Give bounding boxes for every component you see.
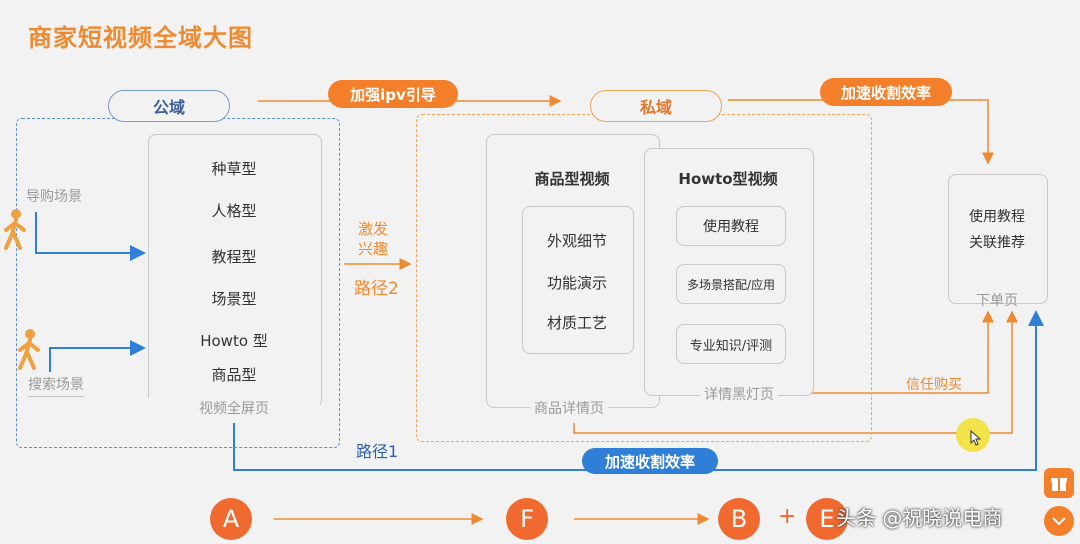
private-domain-label: 私域 — [590, 90, 722, 122]
video-fullscreen-page-label: 视频全屏页 — [148, 398, 320, 418]
type-item: 人格型 — [211, 202, 257, 220]
gift-icon[interactable] — [1044, 468, 1074, 498]
chevron-down-icon[interactable] — [1044, 506, 1074, 536]
howto-detail-page-label: 详情黑灯页 — [700, 384, 778, 404]
type-item: 商品型 — [211, 366, 257, 384]
howto-item: 专业知识/评测 — [676, 324, 786, 364]
watermark-text: 头条 @祝晓说电商 — [836, 506, 1003, 530]
interest-label: 兴趣 — [358, 240, 389, 258]
product-feature-item: 材质工艺 — [546, 314, 607, 332]
arrow-search-scene — [49, 340, 146, 372]
path2-label: 路径2 — [354, 279, 399, 299]
howto-item: 多场景搭配/应用 — [676, 264, 786, 304]
strengthen-ipv-badge: 加强ipv引导 — [328, 80, 458, 108]
order-page-box — [948, 174, 1048, 304]
type-item: 种草型 — [211, 160, 257, 178]
walking-person-icon — [4, 209, 26, 250]
howto-item: 使用教程 — [676, 206, 786, 246]
stimulate-label: 激发 — [358, 220, 389, 238]
order-page-line: 关联推荐 — [969, 235, 1025, 251]
type-item: 场景型 — [211, 290, 257, 308]
flow-node-b: B — [718, 498, 760, 540]
product-feature-item: 外观细节 — [546, 232, 607, 250]
howto-video-title: Howto型视频 — [678, 170, 778, 188]
product-feature-item: 功能演示 — [546, 274, 607, 292]
accelerate-badge-bottom: 加速收割效率 — [582, 448, 718, 474]
cursor-icon — [970, 430, 982, 446]
flow-plus: + — [778, 504, 797, 529]
arrow-detail-to-order — [573, 310, 1018, 434]
walking-person-icon — [18, 329, 40, 370]
arrow-guide-scene — [35, 212, 146, 261]
path1-label: 路径1 — [356, 442, 399, 461]
search-scene-label: 搜索场景 — [28, 374, 84, 397]
product-video-title: 商品型视频 — [534, 170, 610, 188]
accelerate-badge-top: 加速收割效率 — [820, 78, 952, 106]
page-title: 商家短视频全域大图 — [28, 24, 253, 52]
flow-node-a: A — [210, 498, 252, 540]
guide-scene-label: 导购场景 — [26, 189, 82, 205]
order-page-label: 下单页 — [976, 293, 1018, 309]
order-page-line: 使用教程 — [969, 209, 1025, 225]
arrow-private-to-order — [728, 99, 994, 165]
type-item: Howto 型 — [200, 332, 268, 350]
public-domain-label: 公域 — [108, 90, 230, 122]
type-item: 教程型 — [211, 248, 257, 266]
product-video-items-box — [522, 206, 634, 354]
flow-node-f: F — [506, 498, 548, 540]
product-detail-page-label: 商品详情页 — [530, 398, 608, 418]
arrow-howto-to-order — [785, 310, 994, 394]
trust-purchase-label: 信任购买 — [906, 377, 962, 393]
flow-node-e: E — [806, 498, 848, 540]
